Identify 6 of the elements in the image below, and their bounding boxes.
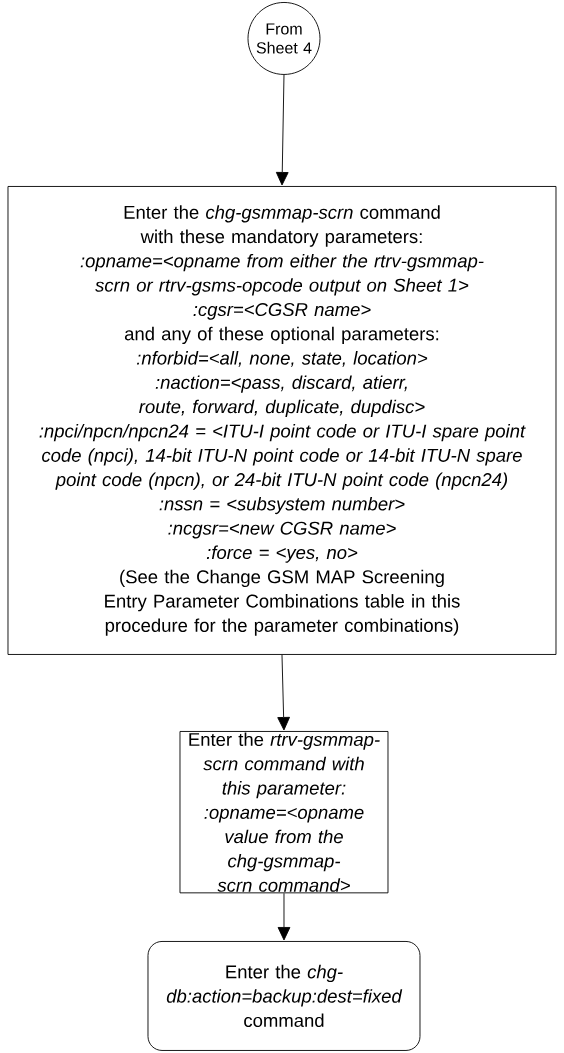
process-box: Enter the rtrv-gsmmap-scrn command with this parameter: :opname=<opname value from the chg-gsmmap-scrn command> [179, 731, 389, 894]
process-box: Enter the chg-gsmmap-scrn command with these mandatory parameters: :opname=<opname from either the rtrv-gsmmap-scrn or rtrv-gsms-opcode output on Sheet 1> :cgsr=<CGSR name> and any of these optional parameters: :nforbid=<all, none, state, location> :naction=<pass, discard, atierr, route, forward, duplicate, dupdisc> :npci/npcn/npcn24 = <ITU-I point code or ITU-I spare point code (npci), 14-bit ITU-N point code or 14-bit ITU-N spare point code (npcn), or 24-bit ITU-N point code (npcn24) :nssn = <subsystem number> :ncgsr=<new CGSR name> :force = <yes, no> (See the Change GSM MAP Screening Entry Parameter Combinations table in this procedure for the parameter combinations) [7, 186, 557, 655]
arrow [277, 892, 291, 941]
arrow [275, 74, 289, 186]
arrow [277, 654, 290, 731]
terminal-box: Enter the chg-db:action=backup:dest=fixed command [147, 941, 421, 1051]
